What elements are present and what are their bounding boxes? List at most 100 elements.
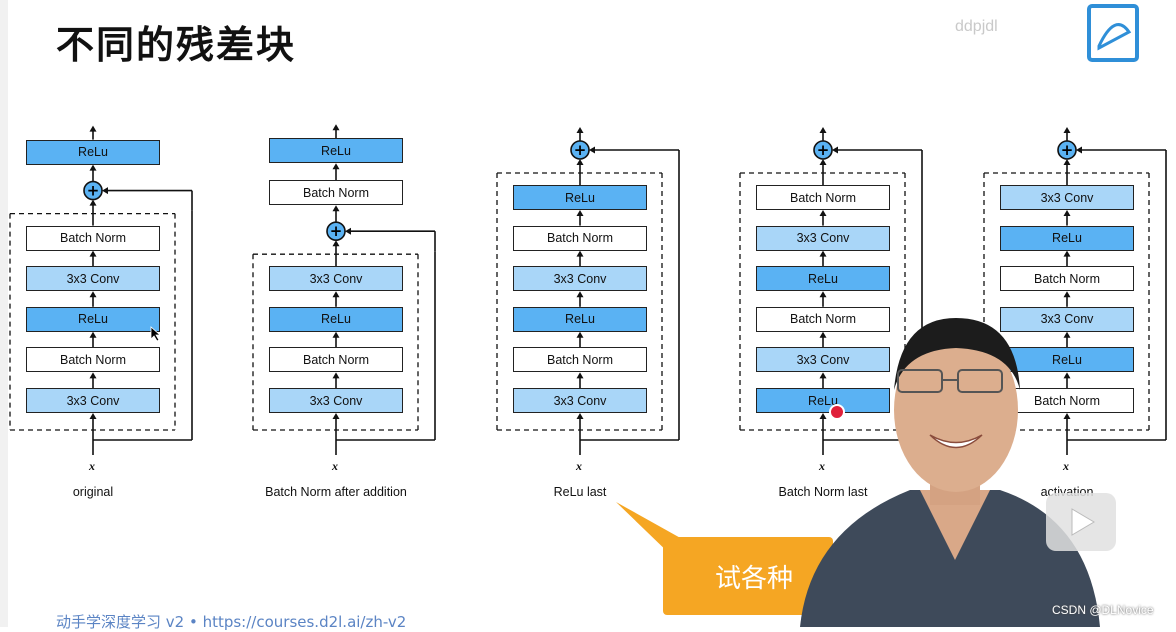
arrowhead-icon [332, 205, 340, 212]
arrowhead-icon [819, 331, 827, 338]
layer-block-3x3-conv: 3x3 Conv [26, 266, 160, 292]
arrowhead-icon [332, 163, 340, 170]
arrowhead-icon [89, 413, 97, 419]
layer-block-3x3-conv: 3x3 Conv [1000, 306, 1134, 332]
arrowhead-icon [576, 331, 584, 338]
arrowhead-icon [345, 227, 351, 235]
speech-bubble-tail-icon [616, 502, 684, 558]
arrowhead-icon [89, 291, 97, 298]
mouse-cursor-icon [150, 326, 162, 342]
add-node-symbol: + [87, 182, 100, 200]
layer-block-relu: ReLu [1000, 225, 1134, 251]
arrowhead-icon [89, 372, 97, 379]
layer-block-relu: ReLu [756, 388, 890, 413]
input-x-label: x [89, 459, 95, 473]
arrowhead-icon [832, 146, 838, 154]
layer-block-3x3-conv: 3x3 Conv [756, 347, 890, 373]
input-x-label: x [576, 459, 582, 473]
watermark: CSDN @DLNovice [1052, 603, 1154, 617]
arrowhead-icon [576, 159, 584, 165]
arrowhead-icon [89, 125, 97, 132]
arrowhead-icon [89, 250, 97, 257]
d2l-logo-icon [1087, 4, 1139, 62]
layer-block-3x3-conv: 3x3 Conv [26, 388, 160, 413]
speech-bubble-text: 试各种 [715, 563, 794, 594]
layer-block-relu: ReLu [1000, 347, 1134, 373]
arrowhead-icon [1076, 146, 1082, 154]
arrowhead-icon [332, 240, 340, 247]
layer-block-relu: ReLu [26, 306, 160, 332]
input-x-label: x [819, 459, 825, 473]
layer-block-relu: ReLu [26, 139, 160, 165]
layer-block-relu: ReLu [513, 185, 647, 210]
slide-title: 不同的残差块 [56, 23, 297, 67]
variant-caption: Batch Norm after addition [265, 485, 407, 499]
layer-block-batch-norm: Batch Norm [1000, 388, 1134, 413]
layer-block-relu: ReLu [269, 138, 403, 164]
presenter-video-icon [800, 318, 1100, 627]
arrowhead-icon [1063, 413, 1071, 419]
arrowhead-icon [576, 291, 584, 298]
arrowhead-icon [576, 372, 584, 379]
arrowhead-icon [1063, 291, 1071, 298]
variant-caption: Batch Norm last [778, 485, 868, 499]
arrowhead-icon [332, 372, 340, 379]
arrowhead-icon [332, 124, 340, 131]
layer-block-batch-norm: Batch Norm [513, 225, 647, 251]
arrowhead-icon [819, 372, 827, 379]
layer-block-3x3-conv: 3x3 Conv [756, 225, 890, 251]
layer-block-batch-norm: Batch Norm [756, 185, 890, 210]
arrowhead-icon [1063, 210, 1071, 216]
layer-block-batch-norm: Batch Norm [269, 347, 403, 373]
input-x-label: x [1063, 459, 1069, 473]
play-icon [1071, 508, 1095, 536]
layer-block-3x3-conv: 3x3 Conv [513, 266, 647, 292]
layer-block-3x3-conv: 3x3 Conv [269, 388, 403, 413]
arrowhead-icon [819, 250, 827, 257]
input-x-label: x [332, 459, 338, 473]
layer-block-batch-norm: Batch Norm [756, 306, 890, 332]
play-button[interactable] [1046, 493, 1116, 551]
arrowhead-icon [576, 127, 584, 133]
layer-block-3x3-conv: 3x3 Conv [1000, 185, 1134, 210]
arrowhead-icon [819, 291, 827, 298]
layer-block-batch-norm: Batch Norm [26, 225, 160, 251]
arrowhead-icon [576, 210, 584, 216]
logo-text: ddpjdl [955, 18, 998, 35]
arrowhead-icon [1063, 127, 1071, 133]
variant-caption: original [72, 485, 114, 499]
logo: ddpjdl [955, 2, 1145, 66]
layer-block-batch-norm: Batch Norm [1000, 266, 1134, 292]
recording-dot [829, 404, 845, 420]
layer-block-relu: ReLu [756, 266, 890, 292]
add-node-symbol: + [574, 141, 587, 159]
layer-block-3x3-conv: 3x3 Conv [513, 388, 647, 413]
arrowhead-icon [1063, 372, 1071, 379]
slide-left-border [0, 0, 8, 627]
arrowhead-icon [89, 164, 97, 171]
add-node-symbol: + [330, 222, 343, 240]
arrowhead-icon [1063, 159, 1071, 165]
arrowhead-icon [89, 331, 97, 338]
arrowhead-icon [102, 187, 108, 195]
arrowhead-icon [819, 210, 827, 216]
layer-block-relu: ReLu [513, 306, 647, 332]
arrowhead-icon [89, 199, 97, 206]
layer-block-batch-norm: Batch Norm [26, 347, 160, 373]
add-node-symbol: + [1061, 141, 1074, 159]
arrowhead-icon [332, 331, 340, 338]
variant-caption: ReLu last [553, 485, 607, 499]
arrowhead-icon [576, 250, 584, 257]
arrowhead-icon [332, 291, 340, 298]
layer-block-3x3-conv: 3x3 Conv [269, 266, 403, 292]
arrowhead-icon [576, 413, 584, 419]
arrowhead-icon [1063, 331, 1071, 338]
layer-block-batch-norm: Batch Norm [513, 347, 647, 373]
footer-link[interactable]: 动手学深度学习 v2 • https://courses.d2l.ai/zh-v… [56, 613, 407, 631]
layer-block-relu: ReLu [269, 306, 403, 332]
add-node-symbol: + [817, 141, 830, 159]
arrowhead-icon [819, 127, 827, 133]
arrowhead-icon [589, 146, 595, 154]
